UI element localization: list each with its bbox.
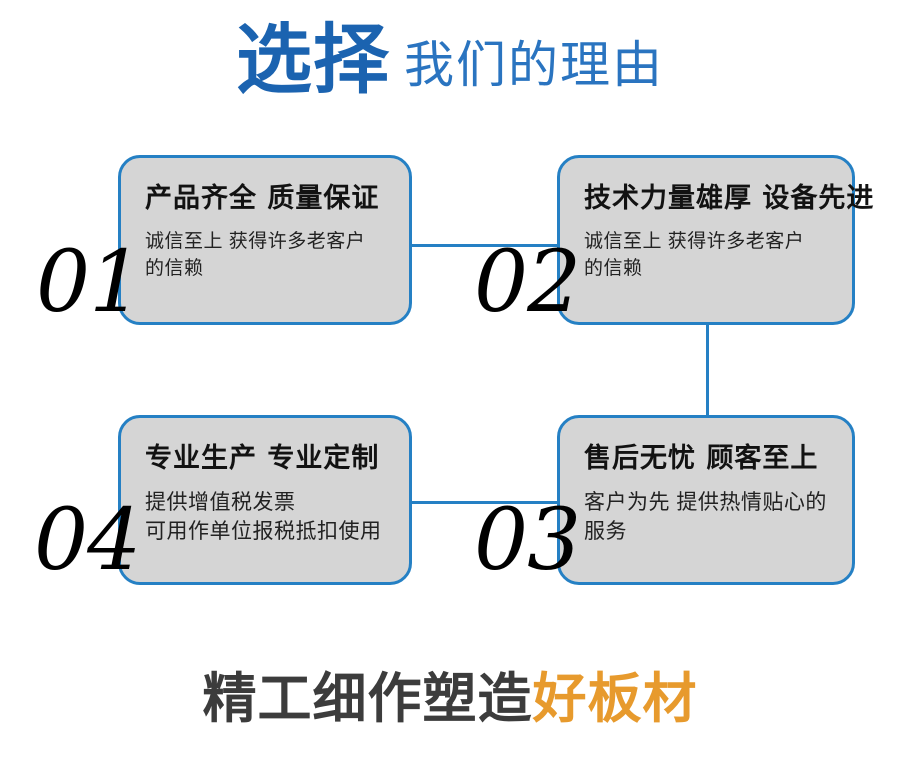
feature-card-01-body: 诚信至上 获得许多老客户 的信赖 <box>145 228 387 283</box>
connector-line-02-to-03 <box>706 320 709 417</box>
feature-card-03-body: 客户为先 提供热情贴心的 服务 <box>584 488 830 547</box>
feature-card-04-body: 提供增值税发票 可用作单位报税抵扣使用 <box>145 488 387 547</box>
step-number-02: 02 <box>474 233 581 332</box>
page-title: 选择我们的理由 <box>0 22 900 98</box>
feature-card-03-title: 售后无忧 顾客至上 <box>584 443 819 474</box>
feature-card-01-title: 产品齐全 质量保证 <box>145 183 380 214</box>
feature-card-04-title: 专业生产 专业定制 <box>145 443 380 474</box>
footer-slogan-primary: 精工细作塑造 <box>202 667 533 730</box>
feature-card-02[interactable]: 技术力量雄厚 设备先进 诚信至上 获得许多老客户 的信赖 <box>557 155 875 325</box>
step-number-03: 03 <box>474 491 581 590</box>
page-title-emphasis: 选择 <box>236 15 390 104</box>
connector-line-04-to-03 <box>410 501 560 504</box>
feature-card-04[interactable]: 专业生产 专业定制 提供增值税发票 可用作单位报税抵扣使用 <box>118 415 412 585</box>
footer-slogan: 精工细作塑造好板材 <box>0 672 900 726</box>
feature-card-03-body-line-2: 服务 <box>584 520 627 544</box>
feature-card-04-body-line-2: 可用作单位报税抵扣使用 <box>145 520 382 544</box>
feature-card-02-title: 技术力量雄厚 设备先进 <box>584 183 875 214</box>
feature-card-02-body-line-2: 的信赖 <box>584 258 643 280</box>
page-title-subtext: 我们的理由 <box>404 37 664 93</box>
feature-card-01-body-line-1: 诚信至上 获得许多老客户 <box>145 230 366 252</box>
feature-card-04-body-line-1: 提供增值税发票 <box>145 490 296 514</box>
connector-line-01-to-02 <box>410 244 560 247</box>
feature-card-03[interactable]: 售后无忧 顾客至上 客户为先 提供热情贴心的 服务 <box>557 415 855 585</box>
feature-card-03-body-line-1: 客户为先 提供热情贴心的 <box>584 490 827 514</box>
step-number-04: 04 <box>34 491 141 590</box>
footer-slogan-accent: 好板材 <box>532 667 698 730</box>
feature-card-01-body-line-2: 的信赖 <box>145 258 204 280</box>
feature-card-02-body-line-1: 诚信至上 获得许多老客户 <box>584 230 805 252</box>
feature-card-01[interactable]: 产品齐全 质量保证 诚信至上 获得许多老客户 的信赖 <box>118 155 412 325</box>
step-number-01: 01 <box>36 233 143 332</box>
feature-card-02-body: 诚信至上 获得许多老客户 的信赖 <box>584 228 830 283</box>
